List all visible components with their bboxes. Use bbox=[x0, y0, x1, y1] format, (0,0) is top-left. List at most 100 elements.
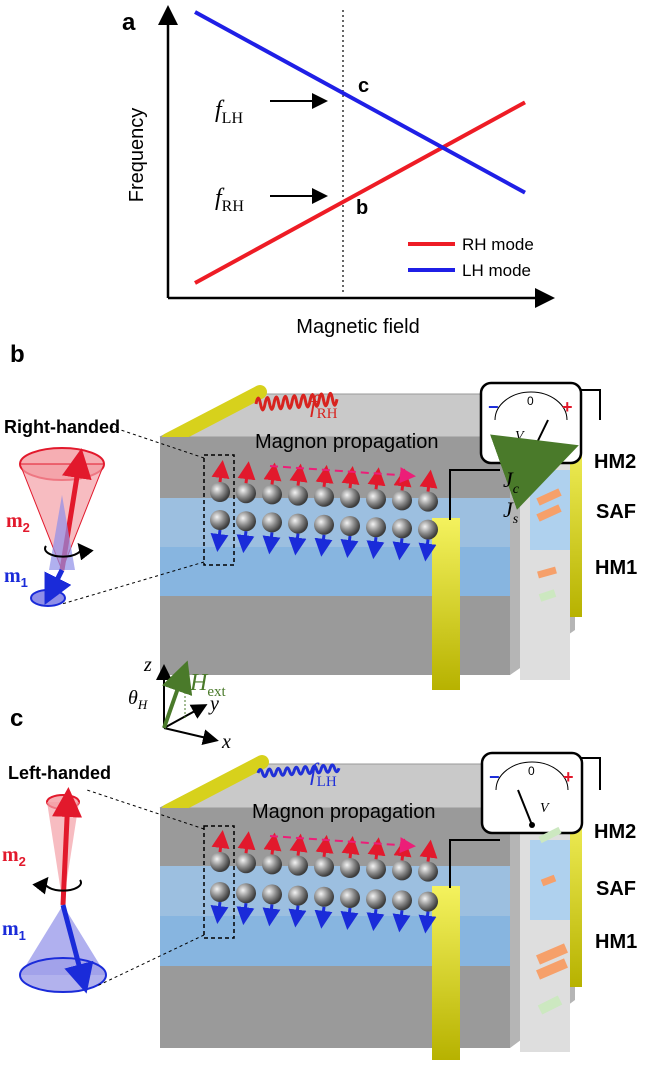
legend-rh-label: RH mode bbox=[462, 235, 534, 254]
device-b-propagation-arrow bbox=[269, 465, 416, 484]
m2-label: m2 bbox=[6, 510, 30, 535]
spin-arrow-down bbox=[366, 909, 385, 932]
spin-arrow-down bbox=[340, 907, 359, 930]
spin-arrow-down bbox=[418, 911, 437, 934]
device-c-zoom-line-bottom bbox=[96, 934, 205, 987]
device-b-layer-hm2: HM2 bbox=[594, 451, 636, 473]
spin-sphere bbox=[210, 882, 230, 902]
device-b-current-arrow-bottom bbox=[538, 589, 557, 602]
spin-sphere bbox=[236, 883, 256, 904]
spin-arrow-down bbox=[392, 538, 411, 561]
spin-sphere bbox=[418, 519, 438, 540]
panel-a: a Frequency Magnetic field c b fLH fRH R… bbox=[122, 5, 555, 338]
device-c-current-arrow-top bbox=[538, 826, 562, 844]
spin-sphere bbox=[314, 486, 334, 507]
device-c: Magnon propagation fLH − 0 + V HM2 SAF H… bbox=[86, 751, 637, 1060]
device-b-spin-current-2 bbox=[536, 504, 562, 522]
spin-sphere bbox=[418, 861, 438, 882]
device-b-electrode-left bbox=[432, 518, 460, 690]
spin-sphere bbox=[288, 485, 308, 506]
spin-sphere bbox=[340, 888, 360, 908]
left-handed-cones: m2 m1 bbox=[2, 787, 107, 994]
device-c-zoom-line-top bbox=[86, 789, 205, 830]
device-c-spins bbox=[210, 830, 438, 934]
y-axis-label: y bbox=[208, 693, 219, 715]
device-c-meter-pivot bbox=[529, 822, 535, 828]
spin-arrow-up bbox=[315, 464, 334, 487]
spin-arrow-up bbox=[289, 833, 308, 856]
spin-arrow-up bbox=[367, 467, 386, 490]
device-c-layer-hm2: HM2 bbox=[594, 821, 636, 843]
panel-b-handedness: Right-handed bbox=[4, 417, 120, 437]
spin-sphere bbox=[210, 852, 230, 872]
spin-arrow-up bbox=[341, 466, 360, 489]
panel-c-label: c bbox=[10, 705, 23, 732]
legend-lh-label: LH mode bbox=[462, 261, 531, 280]
spin-sphere bbox=[340, 858, 360, 878]
js-label: Js bbox=[503, 497, 519, 527]
spin-arrow-up bbox=[237, 461, 256, 484]
spin-arrow-down bbox=[262, 904, 281, 927]
device-c-highlight-box bbox=[203, 825, 235, 939]
point-c-label: c bbox=[358, 75, 369, 97]
z-axis-label: z bbox=[143, 654, 152, 676]
device-b-wire-left bbox=[449, 469, 500, 520]
spin-sphere bbox=[314, 856, 334, 877]
m2-label: m2 bbox=[2, 844, 26, 869]
spin-sphere bbox=[288, 885, 308, 906]
device-b-layer-saf: SAF bbox=[596, 501, 636, 523]
device-b-rf-wave bbox=[254, 391, 339, 412]
panel-b-label: b bbox=[10, 341, 25, 368]
device-b-spins bbox=[210, 460, 438, 562]
spin-arrow-down bbox=[392, 910, 411, 933]
device-c-meter-scale bbox=[495, 761, 569, 791]
h-ext-label: Hext bbox=[189, 670, 227, 700]
m1-cone bbox=[20, 905, 106, 975]
device-b-current-arrow-top bbox=[490, 434, 579, 510]
device-b-zoom-line-bottom bbox=[61, 561, 205, 605]
spin-sphere bbox=[210, 510, 230, 530]
m1-label: m1 bbox=[4, 565, 28, 590]
device-c-layer-hm1: HM1 bbox=[595, 931, 637, 953]
device-c-meter-needle bbox=[517, 789, 533, 826]
spin-arrow-up bbox=[419, 469, 438, 492]
spin-sphere bbox=[392, 490, 412, 511]
spin-arrow-down bbox=[210, 901, 229, 924]
spin-sphere bbox=[262, 884, 282, 905]
panel-c: c Left-handed m2 m1 bbox=[2, 705, 637, 1060]
y-axis-arrow bbox=[163, 704, 208, 729]
spin-sphere bbox=[418, 891, 438, 912]
device-b: Magnon propagation fRH − 0 + V Jc Js HM2 bbox=[61, 381, 637, 690]
spin-sphere bbox=[236, 853, 256, 874]
device-c-rf-wave bbox=[256, 763, 341, 778]
device-c-wire-left bbox=[449, 839, 500, 888]
device-c-antenna bbox=[161, 755, 269, 818]
spin-arrow-down bbox=[366, 537, 385, 560]
device-b-spin-current-1 bbox=[536, 488, 562, 506]
spin-arrow-up bbox=[237, 831, 256, 854]
spin-arrow-up bbox=[367, 837, 386, 860]
spin-sphere bbox=[314, 886, 334, 907]
device-c-spin-current-2 bbox=[536, 943, 568, 965]
spin-sphere bbox=[314, 514, 334, 535]
x-axis-title: Magnetic field bbox=[296, 316, 419, 338]
legend: RH mode LH mode bbox=[408, 235, 534, 280]
spin-arrow-up bbox=[263, 462, 282, 485]
f-lh-label: fLH bbox=[215, 97, 243, 127]
spin-arrow-down bbox=[210, 529, 229, 552]
spin-sphere bbox=[392, 860, 412, 881]
device-b-antenna bbox=[161, 385, 267, 447]
series-line-lh bbox=[194, 10, 526, 195]
m1-label: m1 bbox=[2, 918, 26, 943]
spin-arrow-down bbox=[418, 539, 437, 562]
spin-arrow-down bbox=[340, 535, 359, 558]
device-c-propagation-arrow bbox=[269, 835, 416, 854]
point-b-label: b bbox=[356, 197, 368, 219]
device-c-meter-plus: + bbox=[563, 767, 574, 787]
series-line-rh bbox=[194, 100, 526, 285]
precession-arrow bbox=[32, 876, 82, 895]
device-b-wave-label: fRH bbox=[310, 392, 338, 422]
spin-sphere bbox=[262, 512, 282, 533]
device-c-voltmeter bbox=[480, 751, 584, 835]
